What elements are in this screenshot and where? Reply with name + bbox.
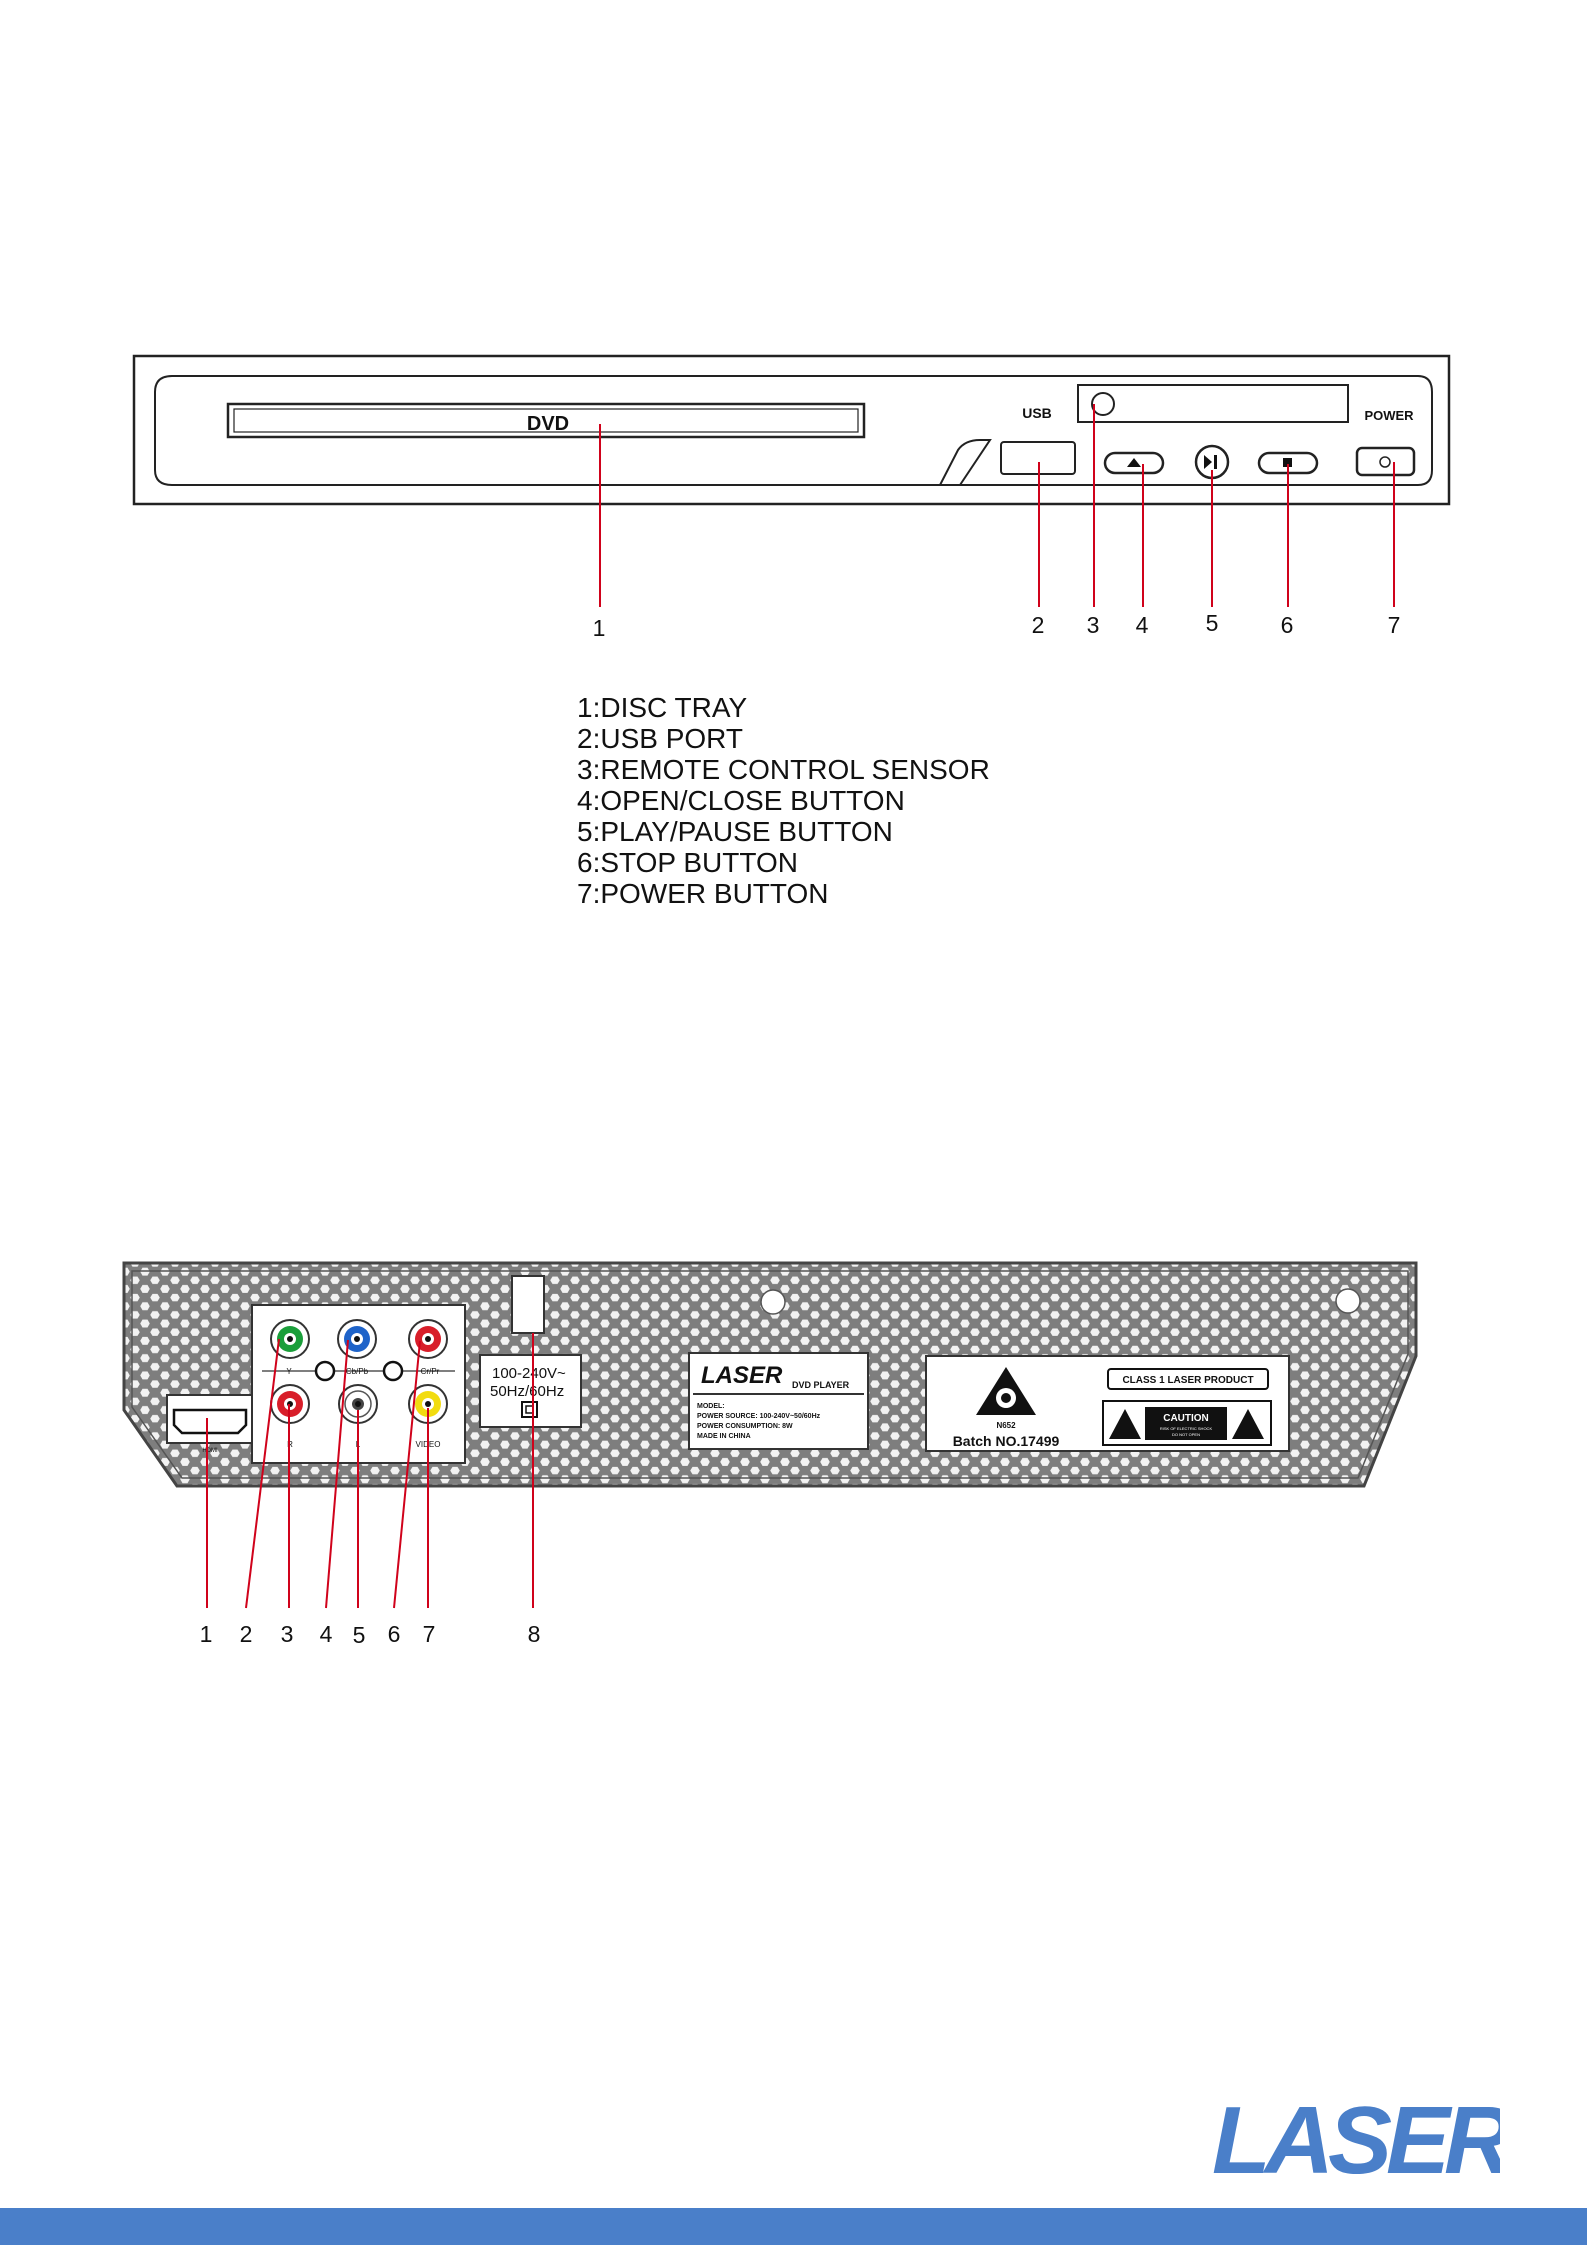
power-label: POWER xyxy=(1364,408,1414,423)
legend-item: 5:PLAY/PAUSE BUTTON xyxy=(577,816,893,847)
front-callout-4: 4 xyxy=(1136,612,1149,638)
remote-sensor xyxy=(1091,392,1115,416)
screw-hole xyxy=(760,1289,786,1315)
laser-logo-text: LASER xyxy=(1212,2087,1500,2194)
caution-title: CAUTION xyxy=(1163,1413,1209,1424)
label-divider-circle xyxy=(314,1360,336,1382)
caution-line: RISK OF ELECTRIC SHOCK xyxy=(1160,1426,1213,1431)
batch-number: Batch NO.17499 xyxy=(953,1433,1060,1449)
double-insulation-icon xyxy=(521,1401,538,1418)
brand-label-line: POWER CONSUMPTION: 8W xyxy=(697,1423,793,1430)
front-callout-5: 5 xyxy=(1206,610,1219,636)
front-panel-diagram: DVD USB POWER 1 2 3 4 5 6 7 xyxy=(132,354,1451,641)
front-callout-3: 3 xyxy=(1087,612,1100,638)
legend-item: 6:STOP BUTTON xyxy=(577,847,798,878)
brand-label-line: MODEL: xyxy=(697,1403,725,1410)
display-window xyxy=(1077,384,1349,423)
rear-callout-lines xyxy=(206,1333,534,1609)
play-pause-icon xyxy=(1204,455,1212,469)
rear-callout-5: 5 xyxy=(353,1622,366,1648)
usb-label: USB xyxy=(1022,405,1052,421)
label-cr: Cr/Pr xyxy=(421,1367,440,1376)
brand-label-logo: LASER xyxy=(701,1362,783,1389)
front-legend: 1:DISC TRAY 2:USB PORT 3:REMOTE CONTROL … xyxy=(577,692,990,909)
laser-logo: LASER xyxy=(1212,2087,1500,2194)
footer-bar xyxy=(0,2208,1587,2245)
stop-icon xyxy=(1283,458,1292,467)
legend-item: 2:USB PORT xyxy=(577,723,743,754)
rear-panel-diagram: HDMI Y Cb/Pb Cr/Pr R L VIDEO 100-240V~ 5… xyxy=(122,1261,1418,1648)
legend-item: 1:DISC TRAY xyxy=(577,692,748,723)
rear-callout-7: 7 xyxy=(423,1621,436,1647)
legend-item: 7:POWER BUTTON xyxy=(577,878,829,909)
compliance-code: N652 xyxy=(996,1421,1016,1430)
caution-line: DO NOT OPEN xyxy=(1172,1432,1200,1437)
power-rating-line: 50Hz/60Hz xyxy=(490,1383,564,1400)
rear-callout-2: 2 xyxy=(240,1621,253,1647)
power-rating-line: 100-240V~ xyxy=(492,1365,566,1382)
brand-label-product: DVD PLAYER xyxy=(792,1380,850,1390)
brand-label-line: MADE IN CHINA xyxy=(697,1433,751,1440)
front-callout-6: 6 xyxy=(1281,612,1294,638)
front-callout-7: 7 xyxy=(1388,612,1401,638)
power-rating-box xyxy=(479,1354,582,1428)
rear-callout-4: 4 xyxy=(320,1621,333,1647)
legend-item: 4:OPEN/CLOSE BUTTON xyxy=(577,785,905,816)
label-r: R xyxy=(287,1440,293,1449)
label-cb: Cb/Pb xyxy=(346,1367,369,1376)
shock-warning-icon xyxy=(1109,1409,1141,1439)
brand-label xyxy=(688,1352,869,1450)
front-callout-2: 2 xyxy=(1032,612,1045,638)
front-callout-1: 1 xyxy=(593,615,606,641)
eject-icon xyxy=(1127,458,1141,467)
front-callout-lines xyxy=(599,404,1395,607)
disc-tray-label: DVD xyxy=(527,413,569,435)
attention-warning-icon xyxy=(1232,1409,1264,1439)
power-button xyxy=(1355,446,1416,477)
rear-callout-1: 1 xyxy=(200,1621,213,1647)
power-icon xyxy=(1379,456,1391,468)
hdmi-label: HDMI xyxy=(202,1448,218,1454)
screw-hole xyxy=(1335,1288,1361,1314)
class-label-box xyxy=(1107,1368,1269,1390)
rear-callout-8: 8 xyxy=(528,1621,541,1647)
rear-callout-3: 3 xyxy=(281,1621,294,1647)
power-cord xyxy=(511,1275,545,1334)
label-divider-circle xyxy=(382,1360,404,1382)
label-y: Y xyxy=(286,1367,292,1376)
class-label: CLASS 1 LASER PRODUCT xyxy=(1122,1375,1253,1386)
front-bevel xyxy=(154,375,1433,486)
brand-label-line: POWER SOURCE: 100-240V~50/60Hz xyxy=(697,1413,821,1420)
rear-callout-6: 6 xyxy=(388,1621,401,1647)
legend-item: 3:REMOTE CONTROL SENSOR xyxy=(577,754,990,785)
